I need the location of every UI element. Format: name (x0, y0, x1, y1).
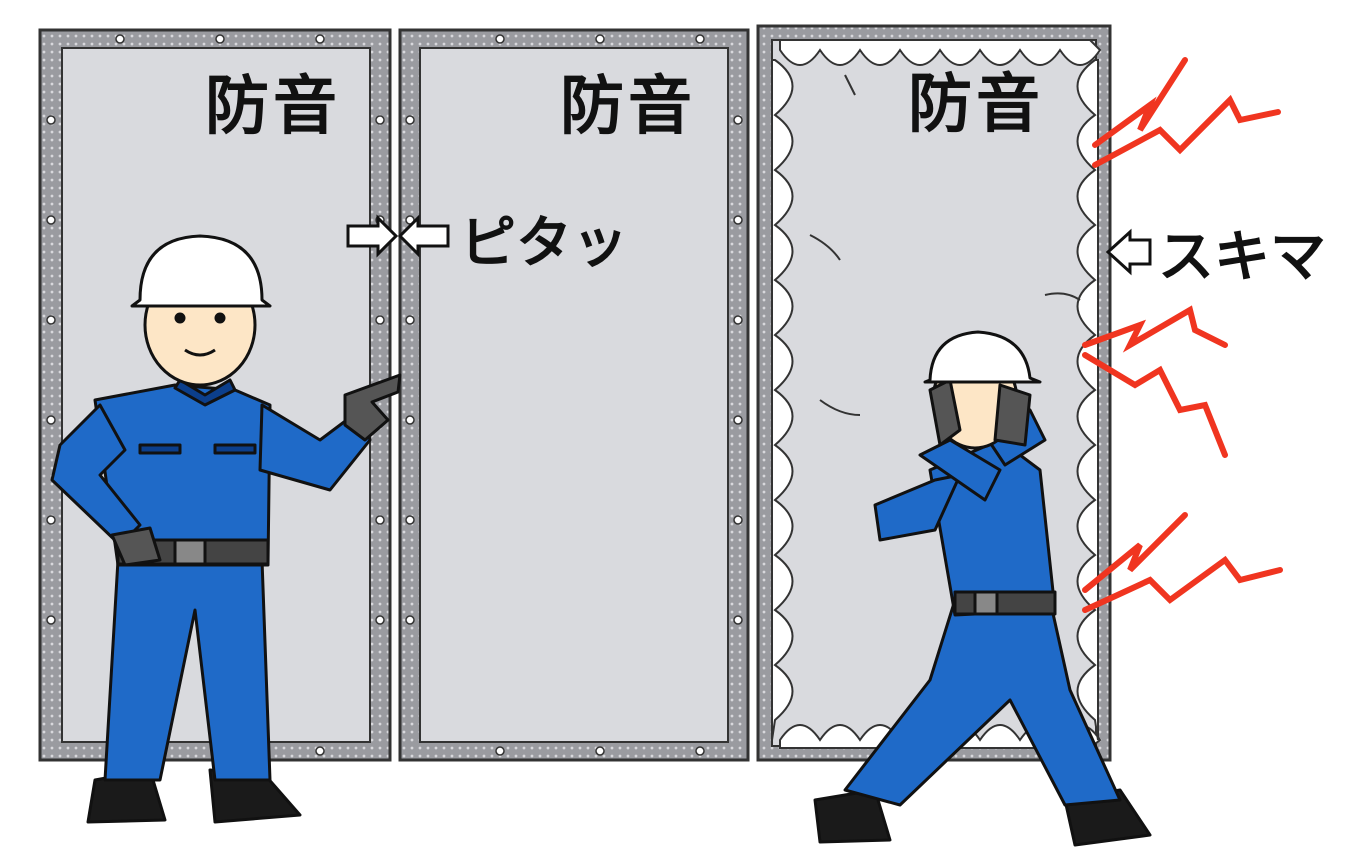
panel-label-left: 防音 (205, 70, 341, 144)
arrow-icon (346, 214, 399, 258)
panel-label-right: 防音 (908, 68, 1044, 142)
panel-middle: 防音 (398, 28, 750, 762)
worker-pointing (50, 234, 402, 824)
panel-label-middle: 防音 (560, 70, 696, 144)
gap-label: スキマ (1158, 225, 1326, 290)
helmet-icon (923, 330, 1042, 384)
helmet-icon (130, 234, 272, 308)
tight-fit-label: ピタッ (460, 211, 628, 276)
worker-covering-ears (813, 330, 1152, 847)
arrow-icon (1105, 228, 1152, 276)
noise-zigzag-icon (1082, 57, 1283, 613)
arrow-icon (397, 214, 450, 258)
tight-fit-arrows (346, 214, 450, 258)
